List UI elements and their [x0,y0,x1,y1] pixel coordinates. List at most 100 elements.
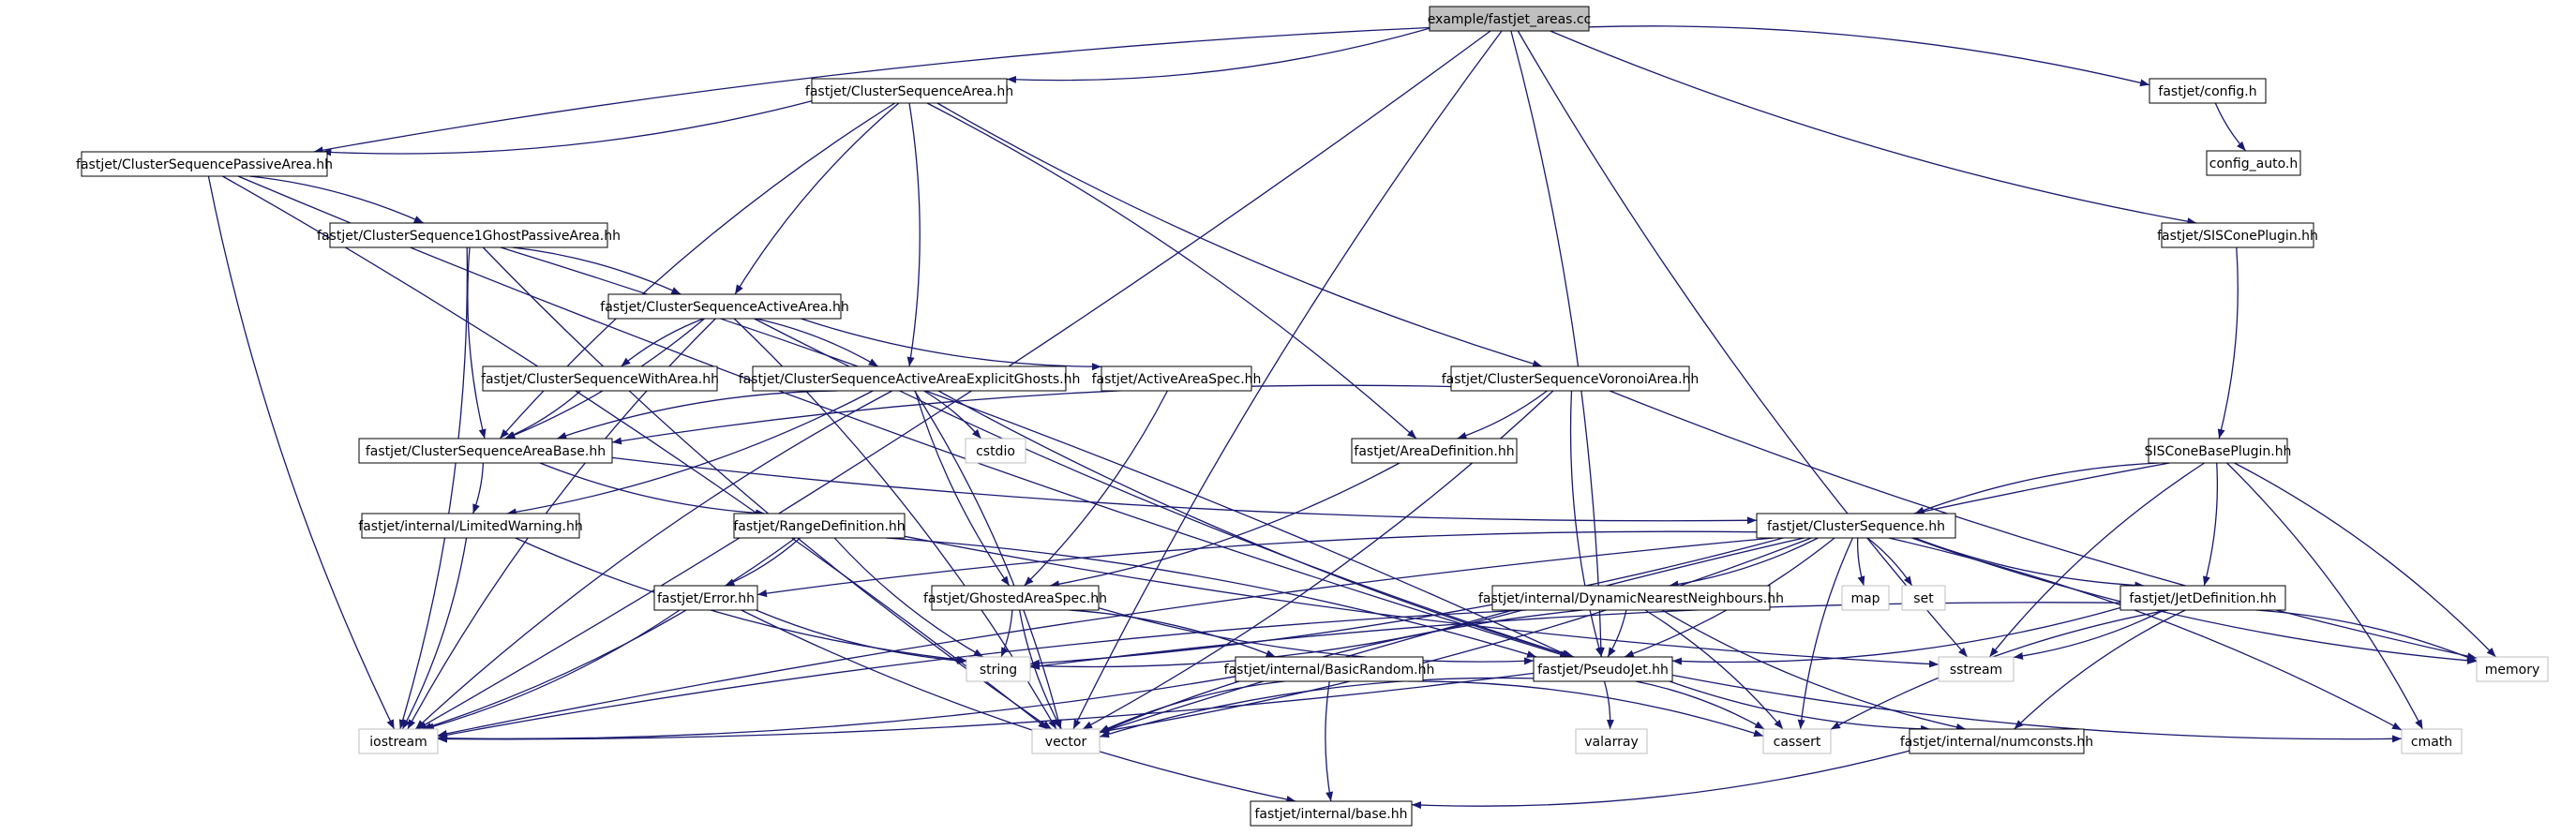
node-ad[interactable]: fastjet/AreaDefinition.hh [1351,438,1518,464]
include-edge-csab-to-lw [472,462,485,514]
node-box [2401,728,2463,754]
node-cspa[interactable]: fastjet/ClusterSequencePassiveArea.hh [76,151,333,177]
node-box [1450,365,1690,392]
node-jd[interactable]: fastjet/JetDefinition.hh [2119,585,2286,611]
include-edge-root-to-pj [1510,30,1605,658]
node-err[interactable]: fastjet/Error.hh [653,585,758,611]
node-root[interactable]: example/fastjet_areas.cc [1428,6,1592,32]
node-box [1235,656,1424,682]
include-edge-sisb-to-cmath [2226,462,2423,730]
include-edge-err-to-string [756,609,967,664]
include-edge-cfg-to-cfga [2214,102,2247,152]
include-edge-csa-to-csaa [734,102,900,295]
include-edge-cswa-to-csab [504,390,581,440]
node-box [1031,728,1101,754]
edge-layer [207,25,2496,810]
include-edge-sis-to-sisb [2217,246,2239,440]
node-label: fastjet/ClusterSequenceWithArea.hh [481,372,719,387]
node-rd[interactable]: fastjet/RangeDefinition.hh [733,513,906,539]
include-edge-csaaeg-to-iostream [414,390,893,730]
node-label: fastjet/internal/LimitedWarning.hh [358,519,582,534]
node-label: memory [2485,663,2540,678]
node-box [2161,222,2314,248]
include-edge-csab-to-cs [611,456,1758,525]
node-box [2476,656,2549,682]
include-edge-cs-to-vector [1099,537,1812,735]
include-edge-pj-to-cassert [1635,680,1765,730]
node-csa[interactable]: fastjet/ClusterSequenceArea.hh [805,78,1013,104]
node-box [1762,728,1832,754]
include-edge-pj-to-iostream [437,672,1535,743]
node-label: fastjet/ClusterSequenceActiveAreaExplici… [739,372,1081,387]
include-edge-rd-to-string [833,537,984,658]
node-gas[interactable]: fastjet/GhostedAreaSpec.hh [923,585,1107,611]
include-edge-gas-to-pj [1098,607,1535,665]
node-box [653,585,758,611]
node-csaa[interactable]: fastjet/ClusterSequenceActiveArea.hh [600,293,849,320]
include-edge-root-to-sis [1550,30,2197,226]
include-edge-root-to-cfg [1588,25,2150,87]
node-label: fastjet/ClusterSequence1GhostPassiveArea… [317,229,621,244]
include-edge-cs-to-set [1866,537,1913,587]
include-edge-cs1g-to-iostream [398,246,469,730]
include-edge-sisb-to-sstream [1988,462,2205,658]
include-edge-sisb-to-cs [1914,462,2160,514]
node-label: valarray [1584,735,1638,750]
node-cs1g[interactable]: fastjet/ClusterSequence1GhostPassiveArea… [317,222,621,248]
node-box [966,656,1031,682]
include-edge-csa-to-csva [936,102,1543,367]
include-edge-csva-to-csab [611,384,1452,445]
include-edge-cspa-to-iostream [207,175,396,730]
node-label: map [1850,591,1880,606]
node-box [1101,365,1252,392]
include-edge-jd-to-memory [2255,609,2478,662]
node-label: fastjet/Error.hh [657,591,755,606]
include-edge-cs-to-cmath [1888,537,2403,731]
node-cfga[interactable]: config_auto.h [2206,150,2301,176]
node-box [1533,656,1673,682]
node-vector: vector [1031,728,1101,754]
include-edge-csa-to-csaaeg [906,102,921,367]
node-sis[interactable]: fastjet/SISConePlugin.hh [2157,222,2318,248]
node-pj[interactable]: fastjet/PseudoJet.hh [1533,656,1673,682]
include-edge-gas-to-br [1069,609,1276,658]
node-base[interactable]: fastjet/internal/base.hh [1250,800,1413,827]
node-cfg[interactable]: fastjet/config.h [2149,78,2267,104]
node-label: iostream [369,735,427,750]
node-box [1901,585,1946,611]
include-edge-jd-to-pj [1671,606,2121,665]
node-lw[interactable]: fastjet/internal/LimitedWarning.hh [358,513,583,539]
node-aas[interactable]: fastjet/ActiveAreaSpec.hh [1092,365,1262,392]
node-csaaeg[interactable]: fastjet/ClusterSequenceActiveAreaExplici… [739,365,1081,392]
node-sisb[interactable]: SISConeBasePlugin.hh [2145,438,2292,464]
node-cs[interactable]: fastjet/ClusterSequence.hh [1756,513,1956,539]
include-edge-cs1g-to-vector [482,246,1053,730]
node-label: SISConeBasePlugin.hh [2145,444,2292,459]
node-box [1909,728,2085,754]
include-edge-lw-to-iostream [401,537,468,730]
include-edge-csab-to-rd [539,462,766,517]
node-box [1756,513,1956,539]
include-edge-dnn-to-pj [1607,609,1627,658]
include-edge-csva-to-pj [1569,390,1603,658]
node-nc[interactable]: fastjet/internal/numconsts.hh [1900,728,2093,754]
include-edge-err-to-iostream [424,609,681,731]
include-edge-br-to-base [1325,680,1334,802]
include-edge-csaaeg-to-csab [557,390,838,440]
include-edge-root-to-vector [1072,30,1503,730]
node-cswa[interactable]: fastjet/ClusterSequenceWithArea.hh [481,365,719,392]
include-edge-csaaeg-to-pj [937,390,1575,658]
include-edge-root-to-cspa [313,26,1430,155]
include-edge-nc-to-base [1411,750,1910,810]
node-box [1429,6,1590,32]
node-label: fastjet/internal/BasicRandom.hh [1224,663,1435,678]
node-label: fastjet/AreaDefinition.hh [1354,444,1514,459]
node-dnn[interactable]: fastjet/internal/DynamicNearestNeighbour… [1478,585,1784,611]
include-edge-rd-to-err [725,537,801,587]
node-csva[interactable]: fastjet/ClusterSequenceVoronoiArea.hh [1442,365,1700,392]
include-edge-dnn-to-nc [1661,609,1967,731]
node-csab[interactable]: fastjet/ClusterSequenceAreaBase.hh [358,438,613,464]
node-label: fastjet/internal/base.hh [1254,807,1407,822]
node-br[interactable]: fastjet/internal/BasicRandom.hh [1224,656,1435,682]
